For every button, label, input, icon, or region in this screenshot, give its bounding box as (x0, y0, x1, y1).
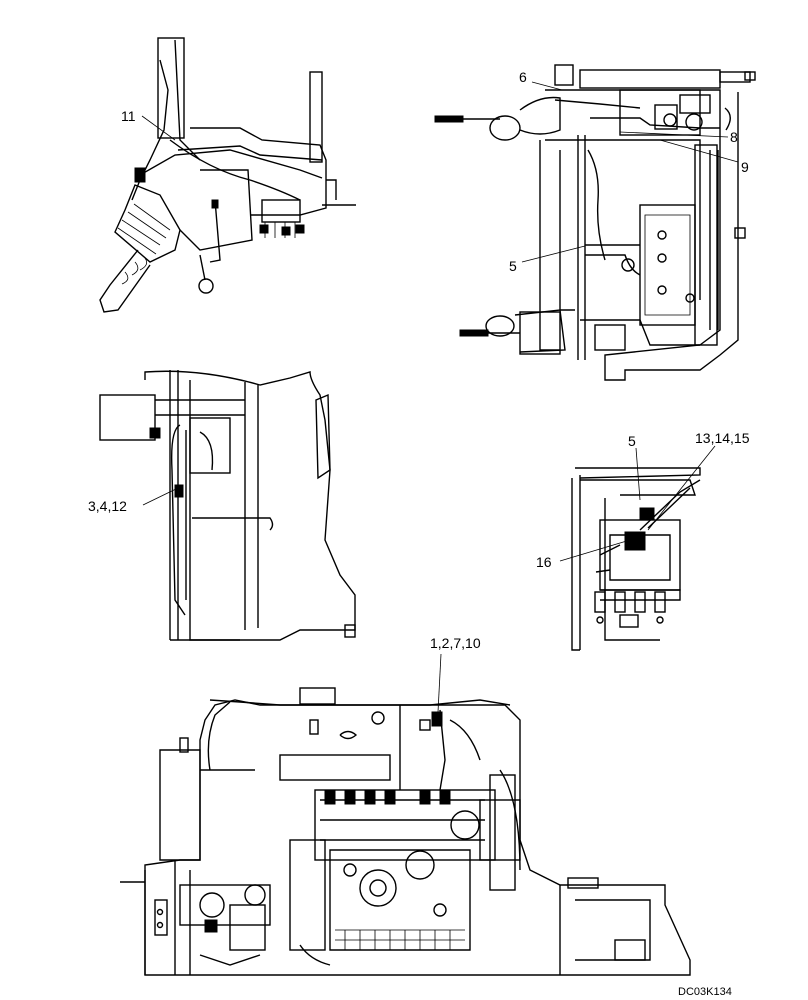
callout-9: 9 (741, 159, 749, 175)
callout-8: 8 (730, 129, 738, 145)
drawing-reference: DC03K134 (678, 986, 732, 998)
view-cab-top (434, 64, 756, 381)
callout-1-2-7-10: 1,2,7,10 (430, 635, 481, 651)
callout-6: 6 (519, 69, 527, 85)
view-cab-side (99, 370, 356, 641)
callout-11: 11 (121, 108, 136, 124)
callout-13-14-15: 13,14,15 (695, 430, 750, 446)
callout-3-4-12: 3,4,12 (88, 498, 127, 514)
callout-5-top: 5 (509, 258, 517, 274)
view-control-lever (99, 37, 356, 313)
view-valve-detail (559, 445, 716, 651)
callout-16: 16 (536, 554, 552, 570)
view-engine-frame (120, 653, 691, 976)
callout-5-detail: 5 (628, 433, 636, 449)
